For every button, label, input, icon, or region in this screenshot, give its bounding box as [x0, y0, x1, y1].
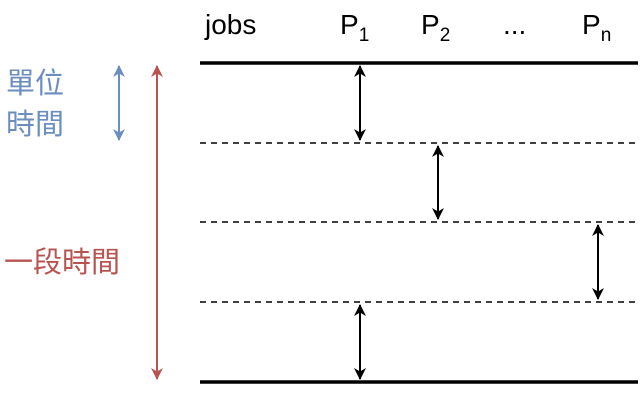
p2-base: P [421, 9, 440, 40]
unit-time-label-line2: 時間 [6, 108, 64, 141]
pn-base: P [582, 9, 601, 40]
p2-label: P2 [421, 9, 450, 46]
pn-label: Pn [582, 9, 611, 46]
ellipsis-label: ... [503, 9, 526, 40]
pn-subscript: n [601, 25, 612, 46]
p1-label: P1 [340, 9, 369, 46]
jobs-label: jobs [204, 9, 256, 40]
period-of-time-label: 一段時間 [4, 246, 120, 279]
unit-time-label-line1: 單位 [6, 67, 64, 100]
p1-base: P [340, 9, 359, 40]
p2-subscript: 2 [440, 25, 451, 46]
p1-subscript: 1 [359, 25, 370, 46]
